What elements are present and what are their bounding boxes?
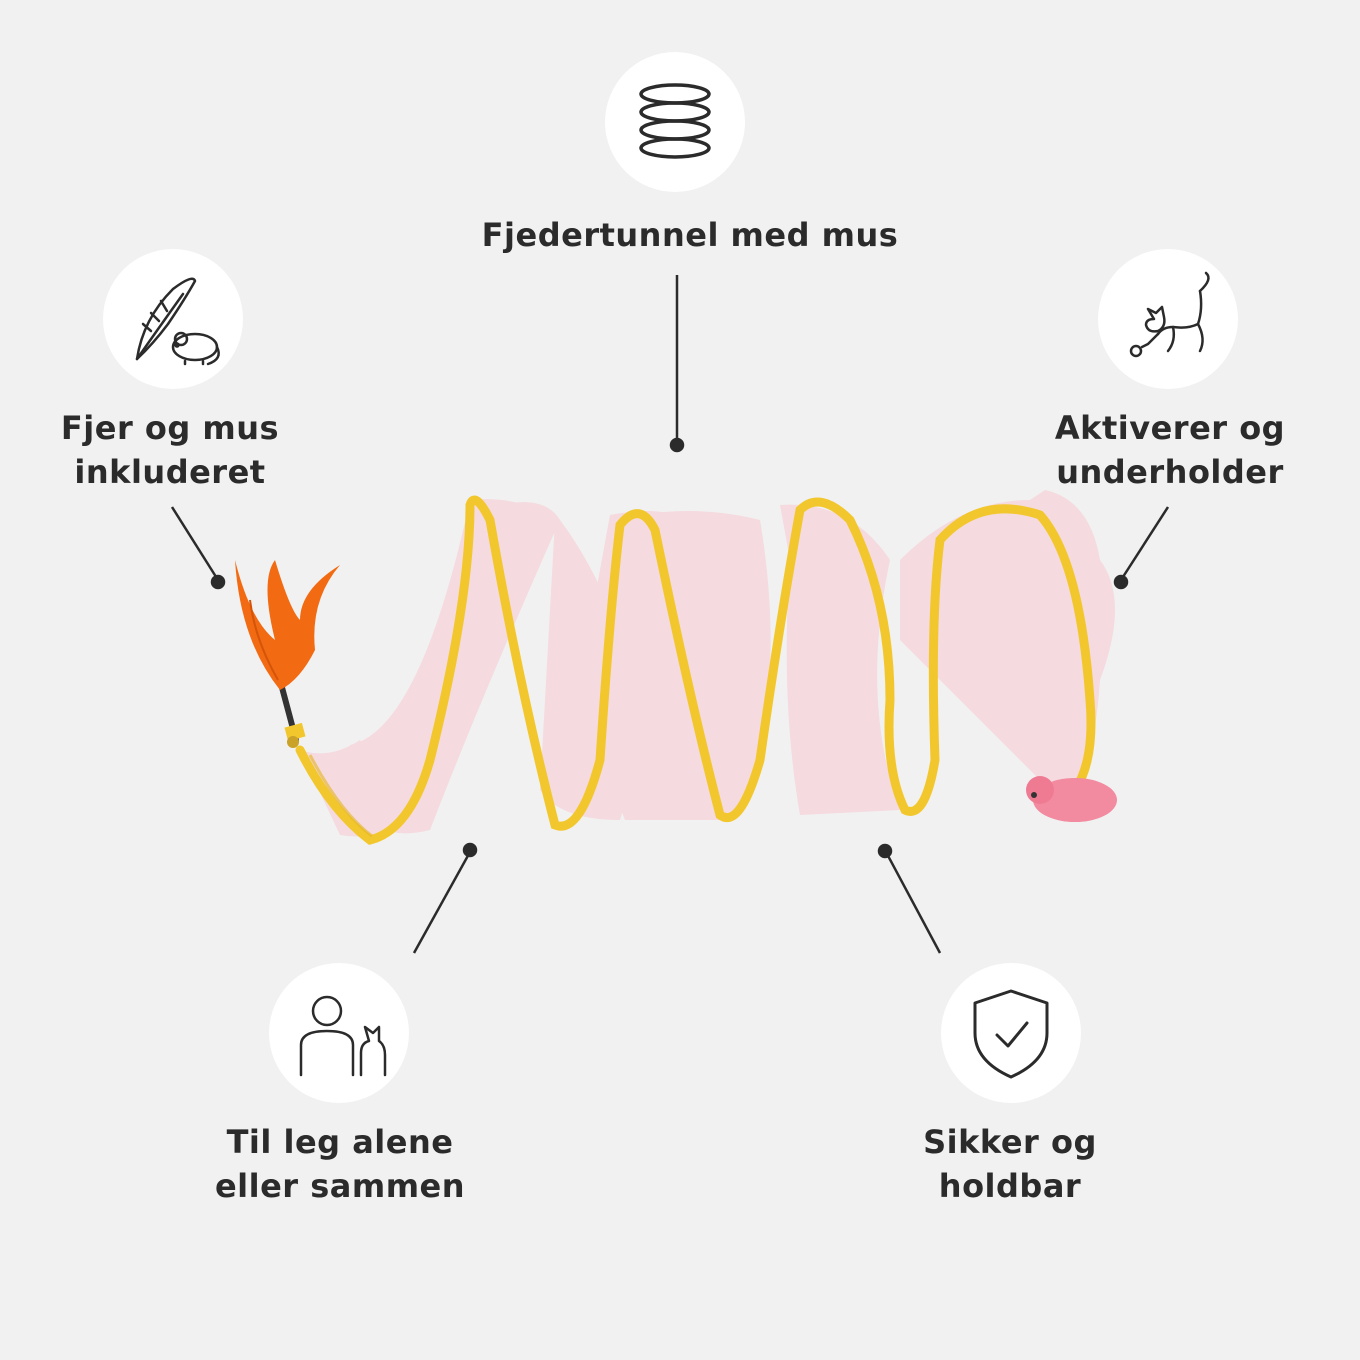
connector-cat — [1119, 506, 1170, 581]
connector-feather — [170, 506, 220, 581]
person-cat-icon — [299, 995, 387, 1077]
spring-coil-icon — [639, 83, 711, 159]
connector-shield — [884, 851, 942, 954]
feather-toy — [235, 560, 340, 748]
person-feature-label: Til leg alene eller sammen — [214, 1123, 466, 1205]
spring-wire — [295, 495, 1096, 845]
feather-mouse-icon — [135, 277, 220, 366]
shield-check-icon — [973, 989, 1049, 1079]
shield-feature-label: Sikker og holdbar — [923, 1123, 1097, 1205]
feather-feature-circle — [103, 249, 243, 389]
spring-feature-label: Fjedertunnel med mus — [481, 216, 899, 254]
connector-lines — [170, 275, 1170, 954]
cat-feature-label: Aktiverer og underholder — [1054, 409, 1286, 491]
cat-feature-circle — [1098, 249, 1238, 389]
mouse-toy — [1026, 776, 1117, 822]
shield-feature-circle — [941, 963, 1081, 1103]
spring-feature-circle — [605, 52, 745, 192]
connector-person — [412, 851, 472, 954]
playing-cat-icon — [1129, 271, 1210, 358]
person-feature-circle — [269, 963, 409, 1103]
feather-feature-label: Fjer og mus inkluderet — [60, 409, 280, 491]
